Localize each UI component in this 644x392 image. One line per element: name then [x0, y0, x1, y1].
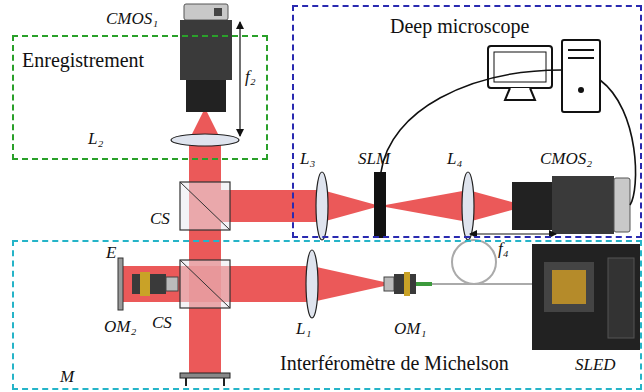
component-label: SLM — [358, 150, 390, 169]
component-label: M — [60, 368, 74, 387]
component-label: f₄ — [498, 240, 509, 259]
region-title: Enregistrement — [22, 49, 144, 71]
cables — [381, 70, 636, 205]
component-label: f₂ — [245, 68, 256, 87]
region-box: Interféromètre de Michelson — [12, 240, 642, 390]
component-label: OM₁ — [394, 320, 426, 339]
mirror — [180, 373, 230, 386]
computer — [488, 40, 600, 112]
region-title: Interféromètre de Michelson — [280, 352, 509, 374]
component-label: CS — [152, 314, 172, 333]
laser-beams — [123, 112, 512, 373]
camera-cmos2 — [512, 176, 630, 234]
region-title: Deep microscope — [390, 15, 529, 37]
component-label: CMOS₂ — [540, 150, 592, 169]
optical-fiber — [416, 240, 532, 284]
focal-arrow — [239, 22, 240, 136]
lenses — [171, 134, 474, 318]
component-label: L₄ — [447, 150, 462, 169]
screen — [118, 258, 123, 310]
component-label: SLED — [575, 356, 616, 375]
focal-arrow — [470, 233, 556, 234]
beam-splitters — [180, 182, 230, 308]
region-box: Deep microscope — [292, 5, 642, 238]
component-label: L₂ — [88, 130, 103, 149]
slm-panel — [374, 172, 386, 238]
component-label: L₁ — [296, 320, 311, 339]
component-label: E — [106, 244, 116, 263]
camera-cmos1 — [180, 4, 232, 112]
component-label: CS — [150, 210, 170, 229]
region-box: Enregistrement — [12, 35, 268, 160]
sled-source — [532, 244, 640, 350]
objective-om2 — [132, 272, 178, 296]
objective-om1 — [384, 272, 416, 296]
component-label: OM₂ — [104, 318, 136, 337]
component-label: CMOS₁ — [106, 10, 158, 29]
component-label: L₃ — [300, 150, 315, 169]
